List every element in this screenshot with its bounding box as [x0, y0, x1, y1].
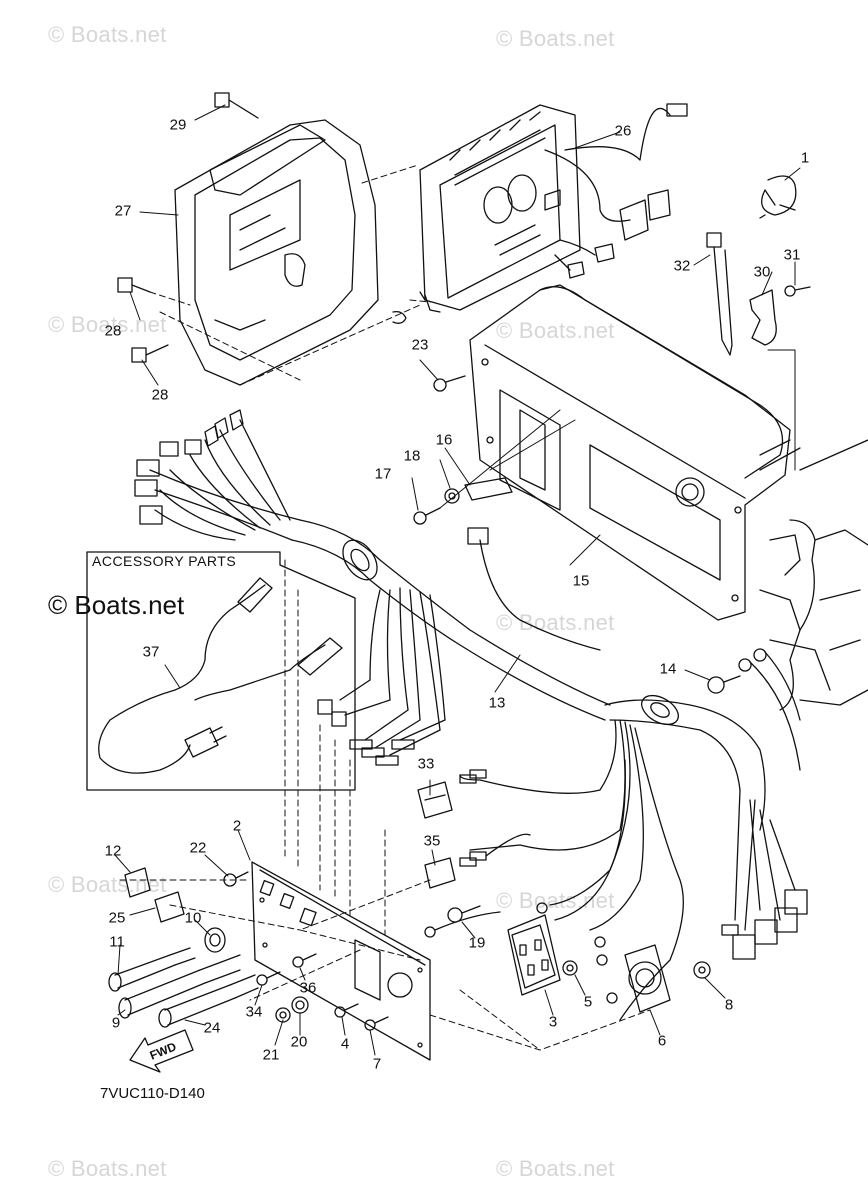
callout-37: 37: [142, 643, 160, 661]
callout-11: 11: [109, 933, 125, 951]
engine-outline: [759, 439, 868, 711]
watermark: © Boats.net: [496, 318, 615, 343]
outlet-3: [507, 914, 608, 996]
clip-30: [749, 289, 777, 346]
screw-4: [334, 1003, 359, 1018]
watermark-dark: © Boats.net: [48, 590, 185, 620]
callout-35: 35: [423, 832, 441, 850]
screw-17: [413, 507, 441, 525]
callout-13: 13: [488, 694, 506, 712]
callout-8: 8: [724, 996, 734, 1014]
callout-14: 14: [659, 660, 677, 678]
callout-22: 22: [189, 839, 207, 857]
nut-21: [275, 1007, 291, 1023]
callout-6: 6: [657, 1032, 667, 1050]
screw-31: [784, 285, 811, 297]
callout-24: 24: [203, 1019, 221, 1037]
callout-20: 20: [290, 1033, 308, 1051]
nut-5: [562, 960, 578, 976]
receptacle-6: [606, 944, 671, 1013]
part-number: 7VUC110-D140: [100, 1085, 205, 1102]
callout-12: 12: [104, 842, 122, 860]
callout-31: 31: [783, 246, 801, 264]
cover-box-27: [174, 119, 379, 386]
callout-10: 10: [184, 909, 202, 927]
bolt-28b: [131, 344, 169, 363]
accessory-box: [86, 551, 356, 791]
callout-34: 34: [245, 1003, 263, 1021]
callout-26: 26: [614, 122, 632, 140]
callout-19: 19: [468, 934, 486, 952]
panel-2: [251, 861, 431, 1061]
callout-33: 33: [417, 755, 435, 773]
callout-21: 21: [262, 1046, 280, 1064]
washer-18: [444, 488, 460, 504]
callout-27: 27: [114, 202, 132, 220]
callout-1: 1: [800, 149, 810, 167]
bracket-15: [469, 284, 801, 621]
watermark: © Boats.net: [496, 888, 615, 913]
callout-25: 25: [108, 909, 126, 927]
callout-28a: 28: [104, 322, 122, 340]
callout-2: 2: [232, 817, 242, 835]
screw-36: [292, 953, 317, 968]
callout-36: 36: [299, 979, 317, 997]
cap-16: [464, 477, 513, 501]
lamp-9: [118, 954, 241, 1019]
bolt-28a: [117, 277, 151, 293]
button-25: [154, 891, 185, 923]
callout-9: 9: [111, 1014, 121, 1032]
cable-tie-32: [706, 232, 733, 356]
watermark: © Boats.net: [48, 1156, 167, 1181]
screw-34: [256, 971, 281, 986]
screw-22: [223, 871, 249, 887]
callout-4: 4: [340, 1035, 350, 1053]
clamp-1: [761, 175, 797, 216]
watermark: © Boats.net: [496, 610, 615, 635]
callout-30: 30: [753, 263, 771, 281]
watermark: © Boats.net: [496, 1156, 615, 1181]
callout-17: 17: [374, 465, 392, 483]
lamp-24: [158, 974, 259, 1028]
callout-32: 32: [673, 257, 691, 275]
callout-16: 16: [435, 431, 453, 449]
callout-28b: 28: [151, 386, 169, 404]
grommet-10: [204, 927, 226, 953]
nut-20: [291, 996, 309, 1014]
watermark: © Boats.net: [48, 22, 167, 47]
callout-29: 29: [169, 116, 187, 134]
button-12: [124, 867, 151, 898]
electronic-unit-26: [419, 103, 688, 313]
lamp-11: [108, 947, 196, 992]
bolt-29: [214, 92, 259, 119]
harness-13: [134, 409, 808, 1021]
bolt-14: [707, 675, 741, 694]
callout-23: 23: [411, 336, 429, 354]
screw-19: [447, 905, 481, 923]
accessory-box-title: ACCESSORY PARTS: [92, 553, 237, 569]
callout-7: 7: [372, 1055, 382, 1073]
callout-5: 5: [583, 993, 593, 1011]
nut-8: [693, 961, 711, 979]
screw-7: [364, 1016, 389, 1031]
relay-35: [424, 833, 531, 889]
callout-15: 15: [572, 572, 590, 590]
callout-3: 3: [548, 1013, 558, 1031]
screw-23: [433, 375, 466, 392]
watermark: © Boats.net: [48, 312, 167, 337]
switch-33: [417, 769, 487, 819]
watermark: © Boats.net: [496, 26, 615, 51]
fwd-arrow: [129, 1029, 194, 1073]
callout-18: 18: [403, 447, 421, 465]
